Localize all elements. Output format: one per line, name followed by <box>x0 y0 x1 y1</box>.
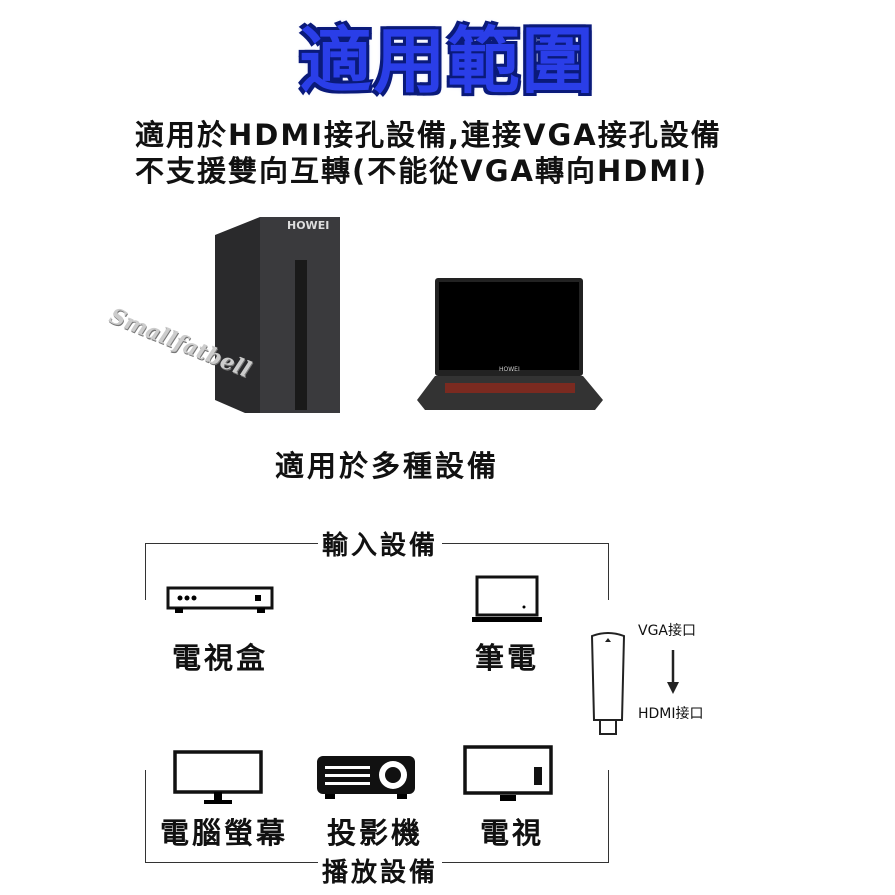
page-title: 適用範圍 <box>299 19 596 103</box>
adapter-from-label: VGA接口 <box>638 623 697 639</box>
vga-hdmi-adapter-icon <box>588 630 628 740</box>
output-label: 播放設備 <box>318 852 443 889</box>
output-projector: 投影機 <box>327 816 424 850</box>
output-monitor: 電腦螢幕 <box>160 816 289 850</box>
arrow-down-icon <box>665 650 681 699</box>
compat-line-2: 不支援雙向互轉(不能從VGA轉向HDMI) <box>135 154 709 188</box>
tower-brand: HOWEI <box>287 219 330 232</box>
input-tv-box: 電視盒 <box>172 641 269 675</box>
input-laptop: 筆電 <box>475 641 540 675</box>
photo-caption: 適用於多種設備 <box>275 449 500 483</box>
laptop-icon <box>472 575 544 629</box>
tv-icon <box>462 745 554 809</box>
monitor-icon <box>172 750 264 810</box>
laptop-brand: HOWEI <box>499 366 520 373</box>
compat-line-1: 適用於HDMI接孔設備,連接VGA接孔設備 <box>135 118 722 152</box>
desktop-tower-image: HOWEI <box>205 215 345 415</box>
output-tv: 電視 <box>480 816 545 850</box>
tv-box-icon <box>165 585 275 619</box>
adapter-to-label: HDMI接口 <box>638 706 704 722</box>
input-label: 輸入設備 <box>318 525 443 562</box>
projector-icon <box>315 752 417 806</box>
laptop-image: HOWEI <box>415 278 607 410</box>
